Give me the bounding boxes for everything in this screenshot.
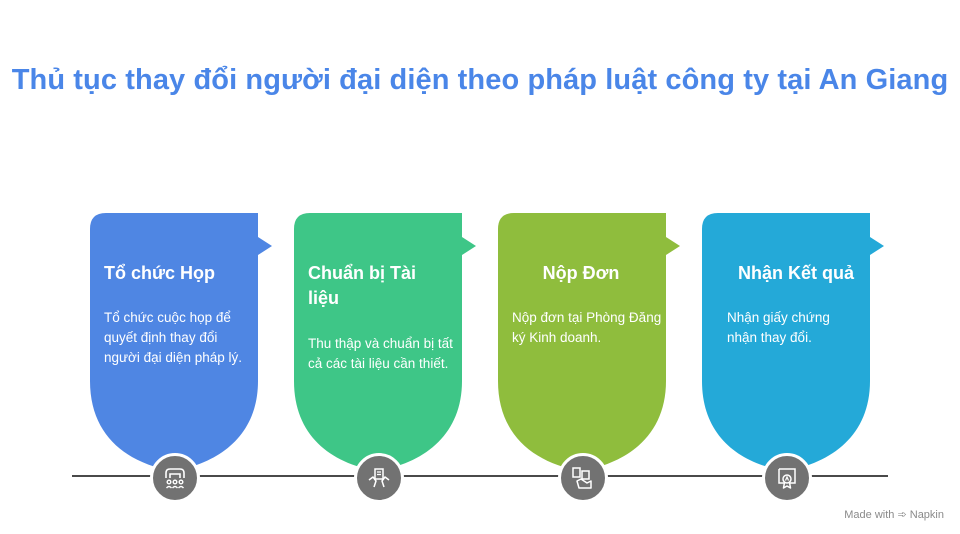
step-icon-circle-4 xyxy=(762,453,812,503)
step-card-1: Tổ chức Họp Tổ chức cuộc họp để quyết đị… xyxy=(90,213,280,503)
step-icon-circle-2 xyxy=(354,453,404,503)
step-shape-4 xyxy=(702,213,884,471)
step-shape-3 xyxy=(498,213,680,471)
documents-hands-icon xyxy=(368,468,390,488)
step-title-3: Nộp Đơn xyxy=(542,263,620,283)
napkin-brand-label: Napkin xyxy=(909,509,944,521)
meeting-icon xyxy=(165,468,185,489)
timeline-line xyxy=(72,475,888,477)
step-description-4: Nhận giấy chứng nhận thay đổi. xyxy=(727,310,830,345)
step-title-1: Tổ chức Họp xyxy=(104,263,216,283)
step-shape-1 xyxy=(90,213,272,471)
made-with-napkin-footer: Made with ➾ Napkin xyxy=(844,508,944,521)
napkin-logo-icon: ➾ xyxy=(897,509,907,521)
step-shape-2 xyxy=(294,213,476,471)
certificate-icon xyxy=(778,468,796,489)
step-description-3: Nộp đơn tại Phòng Đăng ký Kinh doanh. xyxy=(512,310,662,345)
step-card-2: Chuẩn bị Tài liệu Thu thập và chuẩn bị t… xyxy=(294,213,484,503)
step-description-1: Tổ chức cuộc họp để quyết định thay đổi … xyxy=(104,310,242,365)
step-description-2: Thu thập và chuẩn bị tất cả các tài liệu… xyxy=(308,336,453,371)
step-title-4: Nhận Kết quả xyxy=(737,263,854,283)
step-icon-circle-1 xyxy=(150,453,200,503)
submit-form-icon xyxy=(572,467,592,489)
step-icon-circle-3 xyxy=(558,453,608,503)
step-card-3: Nộp Đơn Nộp đơn tại Phòng Đăng ký Kinh d… xyxy=(498,213,688,503)
step-card-4: Nhận Kết quả Nhận giấy chứng nhận thay đ… xyxy=(702,213,892,503)
made-with-label: Made with xyxy=(844,509,895,521)
page-title: Thủ tục thay đổi người đại diện theo phá… xyxy=(11,64,949,96)
step-title-2: Chuẩn bị Tài liệu xyxy=(308,263,416,308)
